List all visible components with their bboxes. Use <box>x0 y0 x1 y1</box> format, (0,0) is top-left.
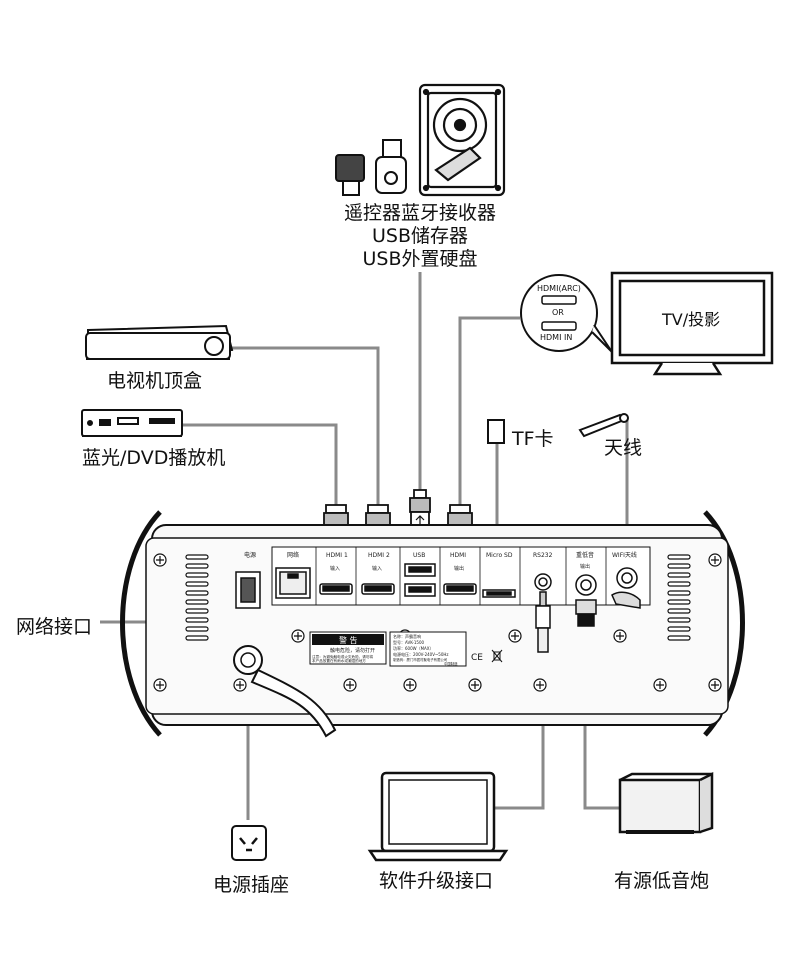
spec-model: 型号：AVK-1500 <box>393 639 424 645</box>
hdmi1-port-icon <box>319 583 353 595</box>
panel-label-hdmi2: HDMI 2 <box>368 552 390 559</box>
stb-label: 电视机顶盒 <box>107 370 203 392</box>
panel-label-out: 输出 <box>454 565 464 572</box>
network-port-label: 网络接口 <box>16 616 93 638</box>
panel-label-hdmi1: HDMI 1 <box>326 552 348 559</box>
tf-card-icon <box>487 419 505 444</box>
external-hdd-icon <box>418 83 506 197</box>
panel-label-in1: 输入 <box>330 565 340 572</box>
warning-note1: 注意：为避免触电或火灾危险，请勿将 <box>312 654 373 659</box>
device-back-panel: 电源 网络 HDMI 1 HDMI 2 USB HDMI Micro SD RS… <box>120 510 745 738</box>
antenna-icon <box>578 413 629 438</box>
microsd-slot-icon <box>482 589 516 598</box>
warning-title: 警 告 <box>339 635 358 645</box>
spec-name: 名称：声霸音响 <box>393 633 421 639</box>
hdmi-callout <box>520 274 613 353</box>
cable-tv <box>458 316 520 505</box>
hdmi-in-port-icon <box>541 321 577 331</box>
vent-right <box>667 554 691 641</box>
usb-label-line-3: USB外置硬盘 <box>362 248 478 270</box>
spec-voltage: 电源电压：200V-240V~50Hz <box>393 651 449 657</box>
spec-label: 名称：声霸音响 型号：AVK-1500 功率：600W（MAX） 电源电压：20… <box>389 631 467 667</box>
cable-bluray <box>180 423 338 505</box>
panel-label-hdmi: HDMI <box>450 552 466 559</box>
wifi-connector-icon <box>611 567 641 609</box>
tv-icon <box>610 271 774 376</box>
hdmi-arc-port-icon <box>541 295 577 305</box>
laptop-icon <box>367 771 509 862</box>
panel-label-usb: USB <box>413 552 425 559</box>
panel-label-wifi: WIFI天线 <box>612 551 637 559</box>
spec-power: 功率：600W（MAX） <box>393 645 434 651</box>
tf-card-label: TF卡 <box>512 428 554 450</box>
usb-label-line-1: 遥控器蓝牙接收器 <box>343 202 496 224</box>
bluray-label: 蓝光/DVD播放机 <box>82 447 226 469</box>
usb-ports-icon <box>404 563 436 597</box>
subwoofer-rca-icon <box>575 574 597 627</box>
rs232-jack-icon <box>534 573 552 653</box>
panel-label-in2: 输入 <box>372 565 382 572</box>
warning-line1: 触电危险，请勿打开 <box>330 647 375 654</box>
subwoofer-icon <box>618 771 714 834</box>
bluray-player-icon <box>81 409 183 437</box>
panel-label-rs232: RS232 <box>533 552 553 559</box>
usb-devices-label: 遥控器蓝牙接收器 USB储存器 USB外置硬盘 <box>320 202 520 271</box>
warning-note2: 本产品放置在有雨水或潮湿的地方 <box>312 658 366 663</box>
spec-maker: 制造商：厦门市居村聚电子有限公司 <box>393 657 447 662</box>
spec-made-in: 中国制造 <box>444 661 458 666</box>
screws <box>153 553 722 692</box>
warning-label: 警 告 触电危险，请勿打开 注意：为避免触电或火灾危险，请勿将 本产品放置在有雨… <box>309 631 387 665</box>
ethernet-port-icon <box>275 567 311 599</box>
hdmi2-port-icon <box>361 583 395 595</box>
ce-mark: CE <box>471 653 483 663</box>
usb-stick-icon <box>375 139 407 194</box>
cable-stb <box>232 346 380 505</box>
panel-label-network: 网络 <box>287 551 299 559</box>
panel-label-out2: 输出 <box>580 563 590 570</box>
panel-label-power: 电源 <box>244 551 256 559</box>
software-upgrade-label: 软件升级接口 <box>379 870 494 892</box>
usb-receiver-icon <box>335 154 365 196</box>
power-cord-icon <box>233 645 337 738</box>
usb-label-line-2: USB储存器 <box>371 225 468 247</box>
hdmi-or-label: OR <box>552 308 564 317</box>
hdmi-arc-label: HDMI(ARC) <box>537 284 581 293</box>
hdmi-in-label: HDMI IN <box>540 333 573 342</box>
weee-icon <box>491 649 503 663</box>
panel-label-sub: 重低音 <box>576 551 594 559</box>
power-socket-label: 电源插座 <box>213 874 290 896</box>
power-switch-icon <box>235 571 261 609</box>
vent-left <box>185 554 209 641</box>
power-socket-icon <box>231 825 267 861</box>
set-top-box-icon <box>85 324 234 360</box>
panel-label-microsd: Micro SD <box>486 552 513 559</box>
antenna-label: 天线 <box>604 437 643 459</box>
hdmi-out-port-icon <box>443 583 477 595</box>
tv-label: TV/投影 <box>662 310 721 329</box>
subwoofer-label: 有源低音炮 <box>614 870 710 892</box>
